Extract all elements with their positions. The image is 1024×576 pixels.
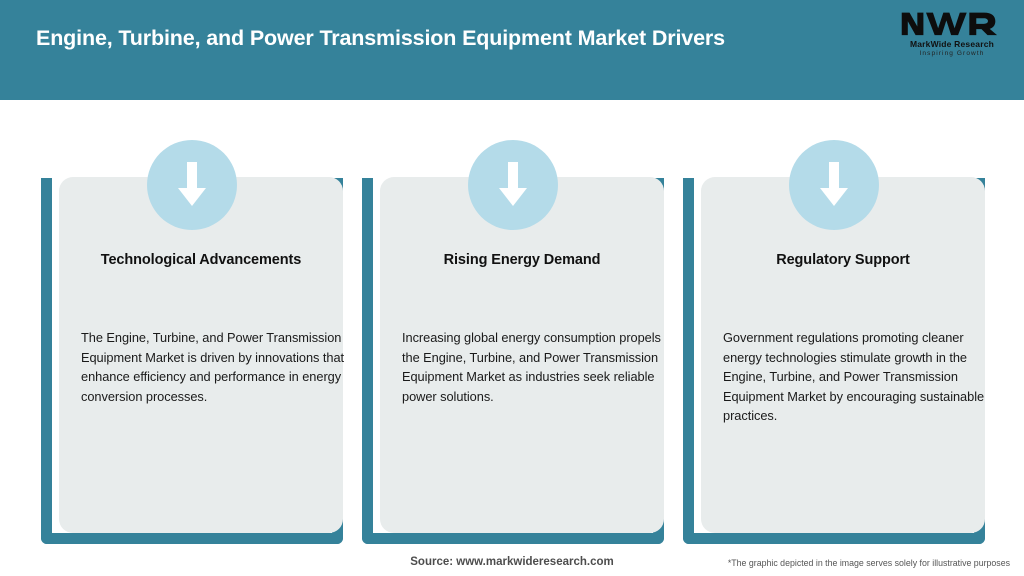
card-icon-badge bbox=[789, 140, 879, 230]
card-description: Government regulations promoting cleaner… bbox=[723, 330, 985, 423]
card-title: Rising Energy Demand bbox=[443, 252, 601, 268]
card-icon-badge bbox=[147, 140, 237, 230]
disclaimer-text: *The graphic depicted in the image serve… bbox=[727, 558, 1010, 568]
logo-tagline: Inspiring Growth bbox=[919, 50, 985, 57]
card-description: The Engine, Turbine, and Power Transmiss… bbox=[81, 330, 345, 404]
page-title: Engine, Turbine, and Power Transmission … bbox=[36, 26, 725, 50]
mwr-monogram-icon bbox=[901, 12, 998, 36]
down-arrow-icon bbox=[178, 162, 206, 206]
brand-logo: MarkWide Research Inspiring Growth bbox=[894, 8, 1010, 64]
card-body bbox=[701, 177, 985, 533]
driver-card[interactable]: Technological Advancements The Engine, T… bbox=[41, 140, 344, 544]
card-body bbox=[59, 177, 343, 533]
down-arrow-icon bbox=[820, 162, 848, 206]
driver-card[interactable]: Regulatory Support Government regulation… bbox=[683, 140, 985, 544]
page-header: Engine, Turbine, and Power Transmission … bbox=[0, 0, 1024, 100]
source-label: Source: www.markwideresearch.com bbox=[410, 556, 614, 568]
logo-company-name: MarkWide Research bbox=[909, 39, 995, 49]
card-description: Increasing global energy consumption pro… bbox=[402, 330, 661, 404]
card-icon-badge bbox=[468, 140, 558, 230]
card-body bbox=[380, 177, 664, 533]
card-title: Regulatory Support bbox=[776, 252, 910, 268]
down-arrow-icon bbox=[499, 162, 527, 206]
driver-card[interactable]: Rising Energy Demand Increasing global e… bbox=[362, 140, 664, 544]
card-title: Technological Advancements bbox=[100, 252, 302, 268]
